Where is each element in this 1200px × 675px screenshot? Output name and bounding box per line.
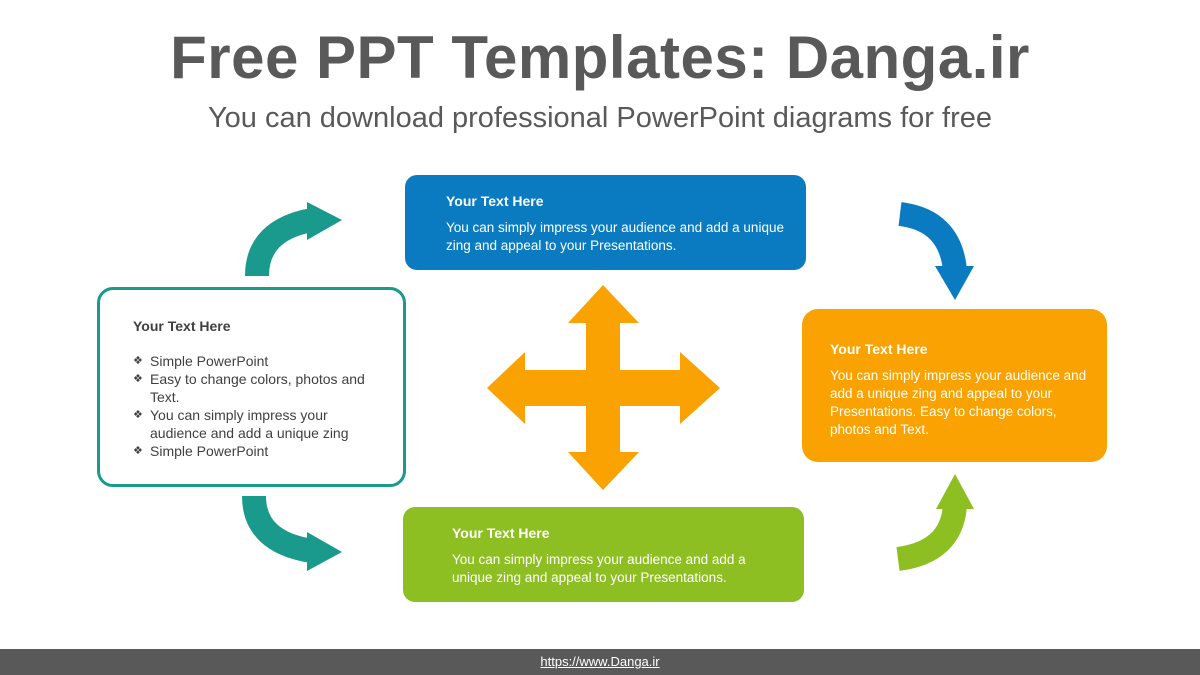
text-box-left: Your Text Here Simple PowerPoint Easy to… (97, 287, 406, 487)
four-way-arrow-icon (487, 285, 720, 490)
text-box-top: Your Text Here You can simply impress yo… (405, 175, 806, 270)
curved-arrow-teal-bottom-icon (242, 495, 342, 571)
footer-bar: https://www.Danga.ir (0, 649, 1200, 675)
box-top-heading: Your Text Here (446, 193, 544, 209)
curved-arrow-teal-top-icon (245, 202, 342, 277)
list-item: Simple PowerPoint (133, 442, 383, 460)
text-box-right: Your Text Here You can simply impress yo… (802, 309, 1107, 462)
list-item: You can simply impress your audience and… (133, 406, 383, 442)
footer-link[interactable]: https://www.Danga.ir (540, 654, 660, 669)
list-item: Simple PowerPoint (133, 352, 383, 370)
box-left-heading: Your Text Here (133, 318, 231, 334)
box-right-body: You can simply impress your audience and… (830, 368, 1087, 437)
text-box-bottom: Your Text Here You can simply impress yo… (403, 507, 804, 602)
box-right-heading: Your Text Here (830, 341, 928, 357)
curved-arrow-green-icon (896, 474, 974, 571)
list-item: Easy to change colors, photos and Text. (133, 370, 383, 406)
box-bottom-heading: Your Text Here (452, 525, 550, 541)
box-left-bullet-list: Simple PowerPoint Easy to change colors,… (133, 352, 383, 460)
page-subtitle: You can download professional PowerPoint… (207, 102, 992, 134)
page-title: Free PPT Templates: Danga.ir (170, 24, 1030, 91)
box-top-body: You can simply impress your audience and… (446, 220, 784, 253)
box-bottom-body: You can simply impress your audience and… (452, 552, 746, 585)
curved-arrow-blue-icon (898, 202, 974, 300)
